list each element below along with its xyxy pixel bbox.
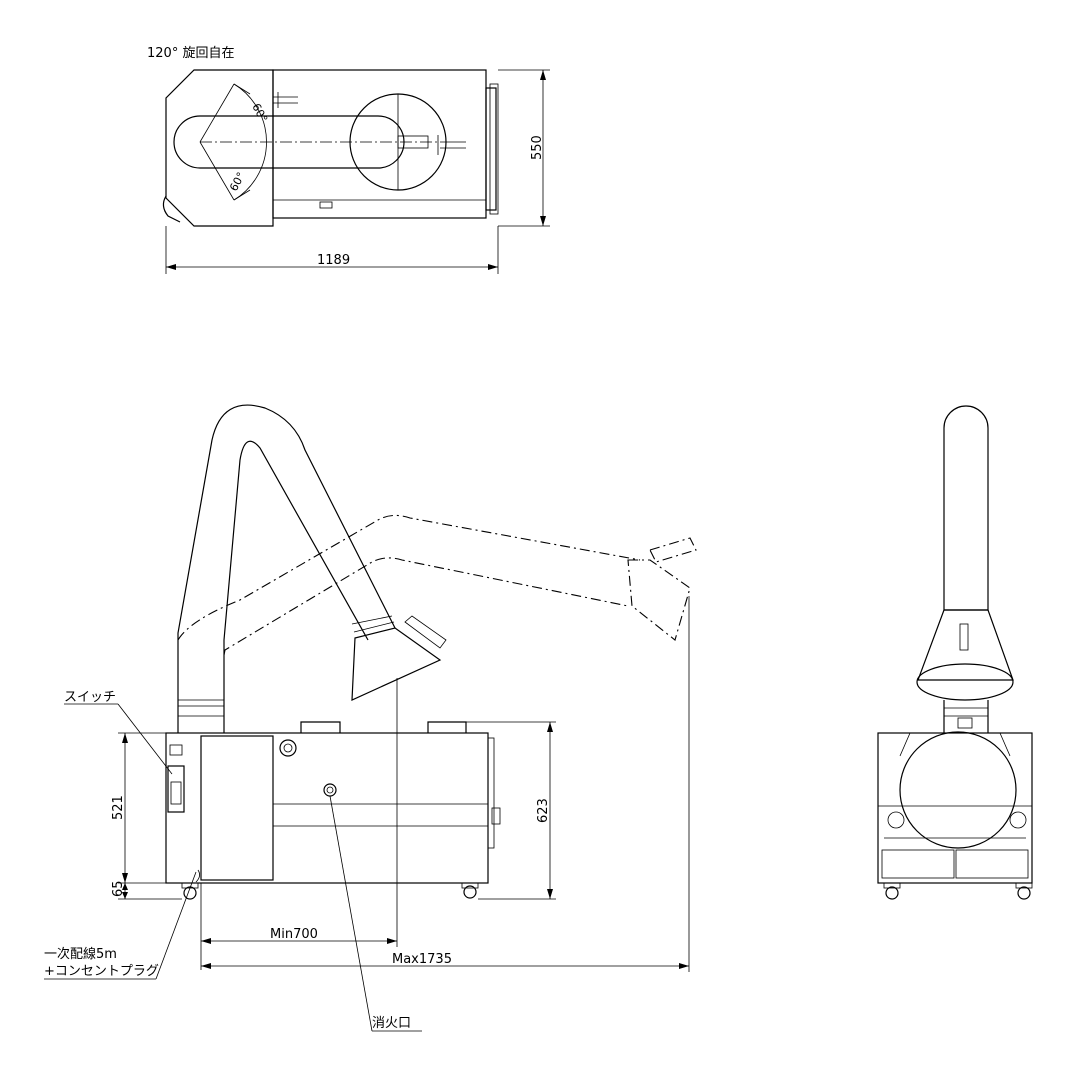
hood-raised bbox=[351, 627, 442, 701]
front-caster-left bbox=[883, 882, 901, 900]
top-turret bbox=[165, 69, 274, 227]
side-handle-2 bbox=[427, 721, 467, 733]
overall-height-dim-623: 623 bbox=[536, 798, 551, 823]
front-fan bbox=[899, 731, 1017, 849]
top-body bbox=[272, 69, 487, 219]
angle-lower-label: 60° bbox=[227, 170, 248, 193]
arm-extended-outer bbox=[177, 514, 641, 641]
front-cabinet bbox=[877, 732, 1033, 884]
power-label-line2: +コンセントプラグ bbox=[44, 964, 159, 979]
power-label-line1: 一次配線5m bbox=[44, 946, 117, 962]
extinguisher-port bbox=[323, 783, 337, 797]
front-duct bbox=[943, 405, 989, 611]
front-caster-right bbox=[1015, 882, 1033, 900]
top-turret-knob bbox=[162, 195, 181, 223]
switch-box bbox=[167, 765, 185, 813]
caster-right bbox=[461, 882, 479, 899]
side-door-panel bbox=[200, 735, 274, 881]
switch-label: スイッチ bbox=[64, 690, 116, 705]
max-reach-dim: Max1735 bbox=[392, 952, 452, 967]
side-handle-1 bbox=[300, 721, 341, 733]
rotation-label: 120° 旋回自在 bbox=[147, 46, 234, 61]
hood-extended bbox=[627, 559, 691, 641]
caster-left bbox=[181, 882, 199, 900]
arm-raised-outer bbox=[177, 404, 396, 733]
top-arm bbox=[173, 115, 405, 169]
top-end-plate bbox=[485, 87, 497, 211]
arm-extended-inner bbox=[223, 557, 629, 656]
side-view: スイッチ 521 65 623 Min700 Ma bbox=[44, 404, 697, 1032]
front-view bbox=[877, 405, 1033, 900]
extinguisher-label: 消火口 bbox=[372, 1016, 411, 1031]
top-view: 120° 旋回自在 60° 60° bbox=[147, 46, 550, 274]
angle-upper-label: 60° bbox=[249, 101, 270, 124]
caster-height-dim-65: 65 bbox=[111, 880, 126, 897]
width-dim-550: 550 bbox=[530, 135, 545, 160]
arm-raised-inner bbox=[223, 440, 369, 733]
body-height-dim-521: 521 bbox=[111, 795, 126, 820]
min-reach-dim: Min700 bbox=[270, 927, 318, 942]
side-cabinet bbox=[165, 732, 489, 884]
length-dim-1189: 1189 bbox=[317, 253, 350, 268]
